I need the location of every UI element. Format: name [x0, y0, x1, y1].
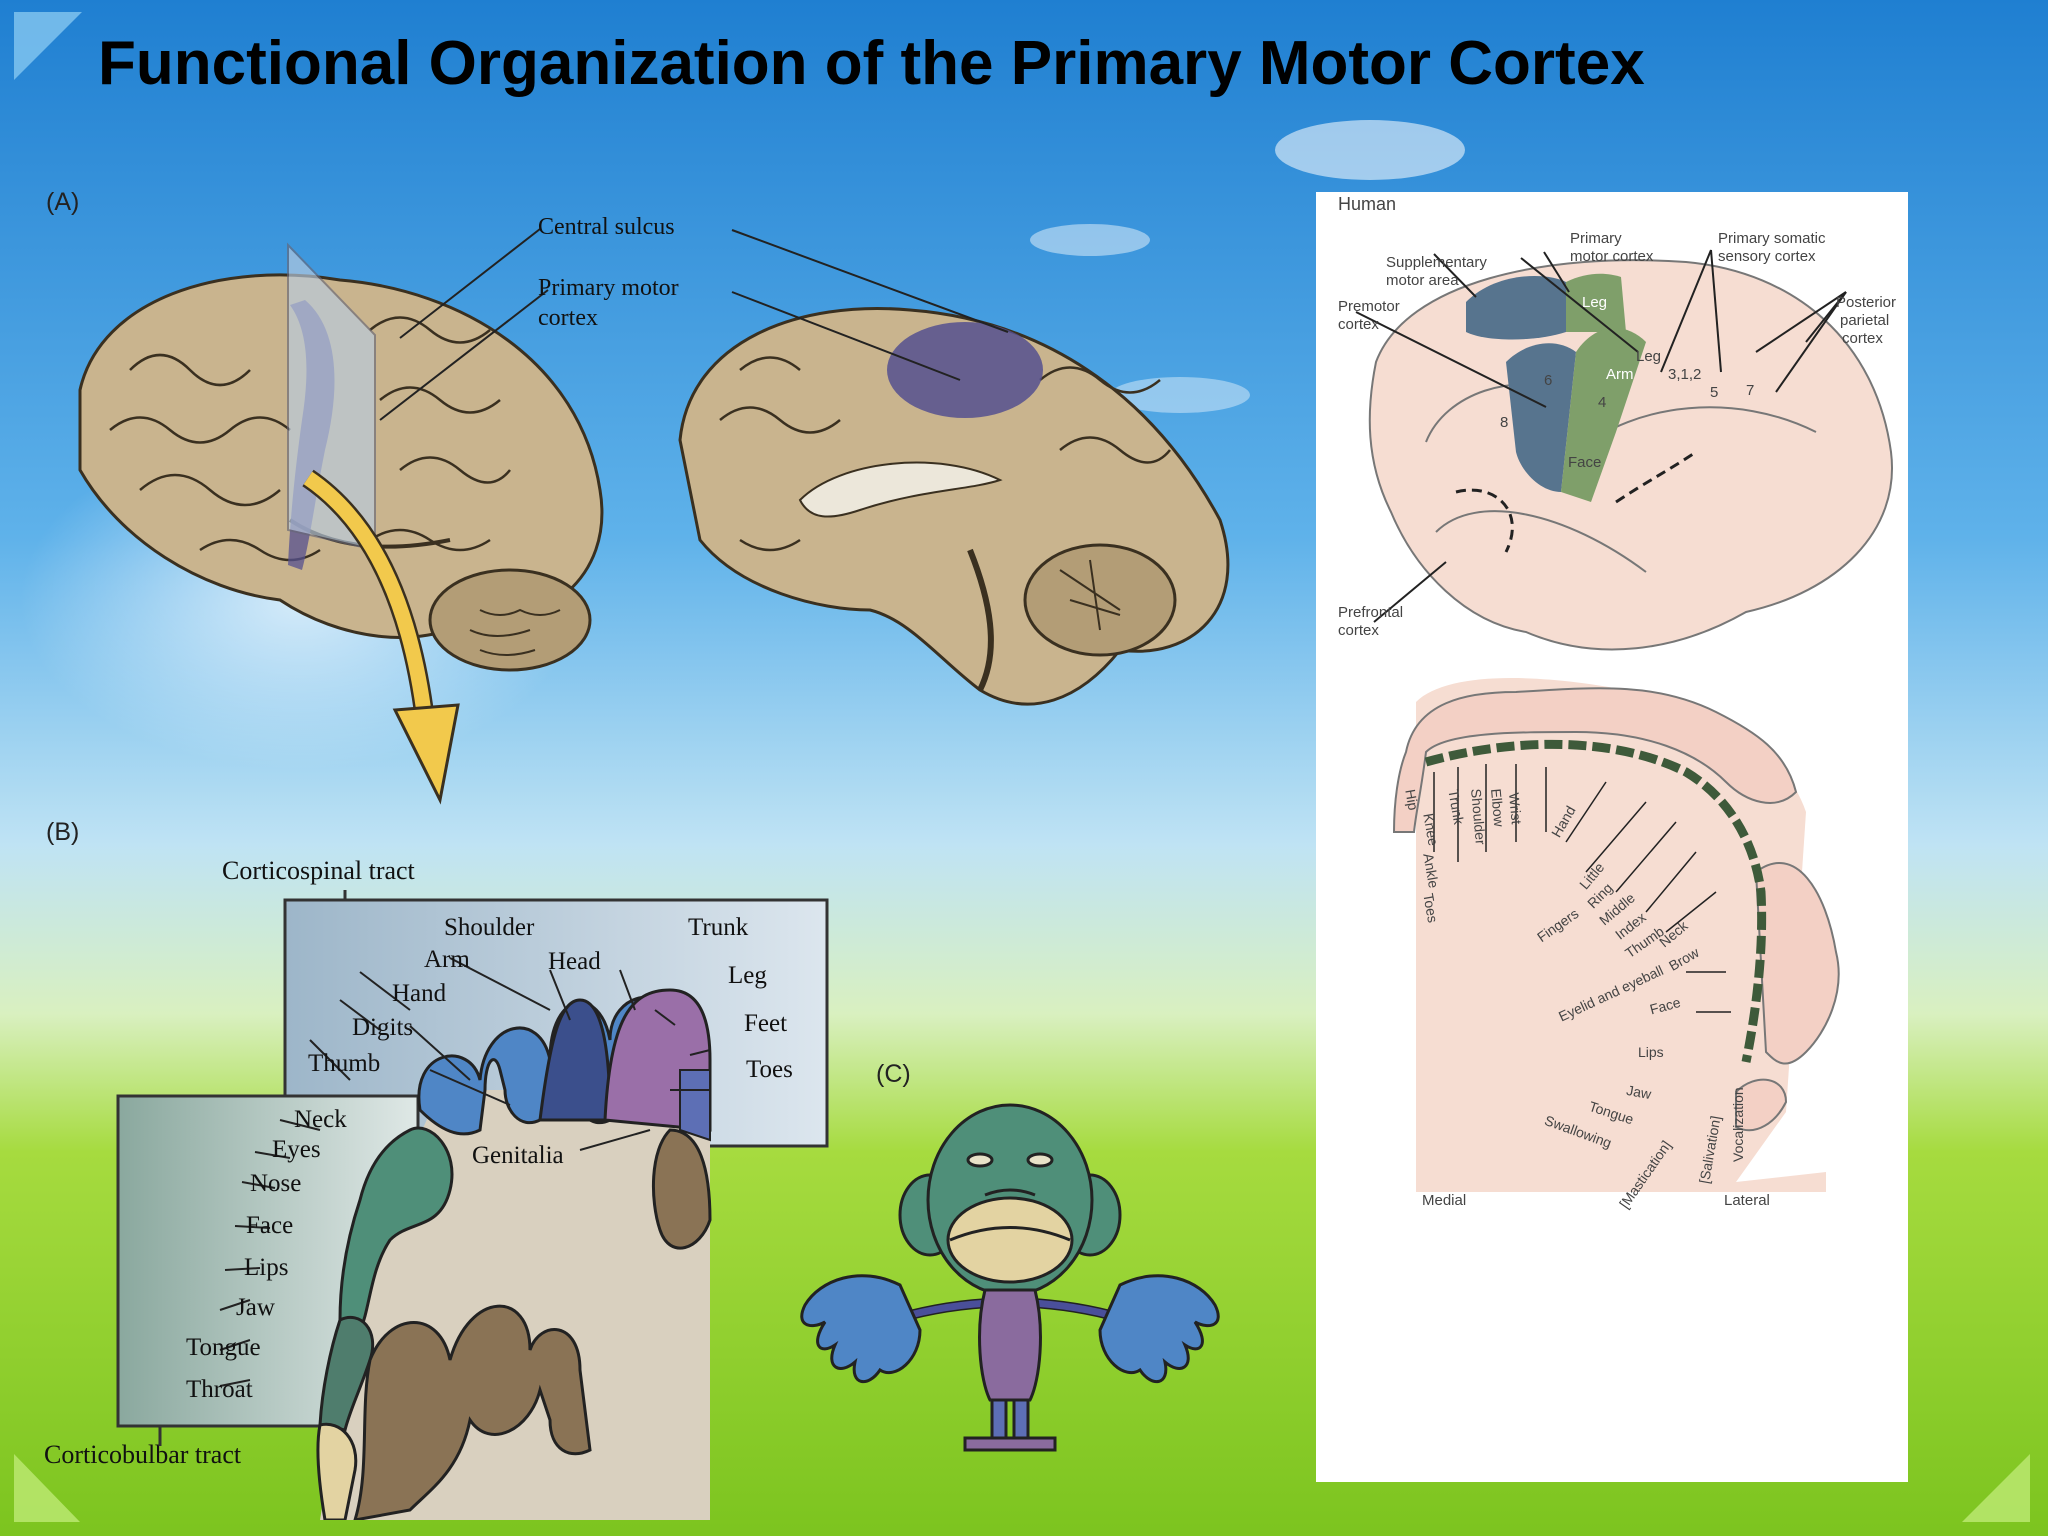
- label-area-6: 6: [1544, 372, 1553, 389]
- label-nose: Nose: [250, 1170, 302, 1197]
- label-toes: Toes: [746, 1056, 793, 1083]
- corticobulbar-label: Corticobulbar tract: [44, 1440, 242, 1469]
- central-sulcus-label: Central sulcus: [538, 214, 675, 240]
- label-area-4: 4: [1598, 394, 1607, 411]
- label-premotor-1: Premotor: [1338, 298, 1400, 315]
- homunculus-label: Hip: [1402, 788, 1422, 812]
- label-sma-1: Supplementary: [1386, 254, 1487, 271]
- label-area-8: 8: [1500, 414, 1509, 431]
- label-jaw: Jaw: [236, 1294, 275, 1321]
- label-shoulder: Shoulder: [444, 914, 535, 941]
- medial-brain-illustration: [678, 307, 1230, 706]
- corticospinal-label: Corticospinal tract: [222, 856, 415, 885]
- label-digits: Digits: [352, 1014, 414, 1041]
- lateral-brain-illustration: [78, 242, 604, 805]
- label-posterior-3: cortex: [1842, 330, 1883, 347]
- label-lips: Lips: [244, 1254, 289, 1281]
- label-leg: Leg: [728, 962, 767, 989]
- label-thumb: Thumb: [308, 1050, 381, 1077]
- label-sma-2: motor area: [1386, 272, 1459, 289]
- label-primary-motor-2: motor cortex: [1570, 248, 1654, 265]
- homunculus-label: Lips: [1638, 1044, 1664, 1060]
- label-medial: Medial: [1422, 1192, 1467, 1209]
- label-face: Face: [246, 1212, 294, 1239]
- right-figure-panel: Human Primary motor cortex Primary somat…: [1316, 192, 1908, 1482]
- label-lateral: Lateral: [1724, 1192, 1770, 1209]
- label-primary-motor-1: Primary: [1570, 230, 1622, 247]
- label-premotor-2: cortex: [1338, 316, 1379, 333]
- label-posterior-2: parietal: [1840, 312, 1890, 329]
- label-face-map: Face: [1568, 454, 1602, 471]
- homunculus-label: Elbow: [1488, 788, 1508, 828]
- label-neck: Neck: [294, 1106, 347, 1133]
- panel-a-brains: [78, 228, 1230, 805]
- label-prefrontal-2: cortex: [1338, 622, 1379, 639]
- label-leg-top: Leg: [1582, 294, 1608, 311]
- label-trunk: Trunk: [688, 914, 749, 941]
- label-leg-lateral: Leg: [1636, 348, 1662, 365]
- label-posterior-1: Posterior: [1836, 294, 1897, 311]
- label-area-312: 3,1,2: [1668, 366, 1702, 383]
- human-cortex-map: [1355, 249, 1893, 1192]
- label-somatic-1: Primary somatic: [1718, 230, 1826, 247]
- label-head: Head: [548, 948, 601, 975]
- panel-b-letter: (B): [46, 818, 80, 846]
- motor-homunculus-figure: [800, 1103, 1220, 1452]
- label-tongue: Tongue: [186, 1334, 261, 1361]
- panel-b-cortex-section: [116, 890, 829, 1520]
- label-arm-map: Arm: [1606, 366, 1634, 383]
- label-area-5: 5: [1710, 384, 1719, 401]
- label-hand: Hand: [392, 980, 447, 1007]
- slide-title: Functional Organization of the Primary M…: [98, 29, 1645, 98]
- label-somatic-2: sensory cortex: [1718, 248, 1816, 265]
- label-throat: Throat: [186, 1376, 253, 1403]
- label-area-7: 7: [1746, 382, 1755, 399]
- homunculus-label: Wrist: [1506, 792, 1525, 825]
- primary-motor-label-2: cortex: [538, 305, 598, 331]
- panel-a-letter: (A): [46, 188, 80, 216]
- label-prefrontal-1: Prefrontal: [1338, 604, 1404, 621]
- label-feet: Feet: [744, 1010, 788, 1037]
- label-genitalia: Genitalia: [472, 1142, 564, 1169]
- primary-motor-label-1: Primary motor: [538, 275, 679, 301]
- panel-c-letter: (C): [876, 1060, 911, 1088]
- label-arm: Arm: [424, 946, 470, 973]
- label-eyes: Eyes: [272, 1136, 321, 1163]
- homunculus-label: Vocalization: [1730, 1087, 1746, 1162]
- label-human: Human: [1338, 194, 1397, 214]
